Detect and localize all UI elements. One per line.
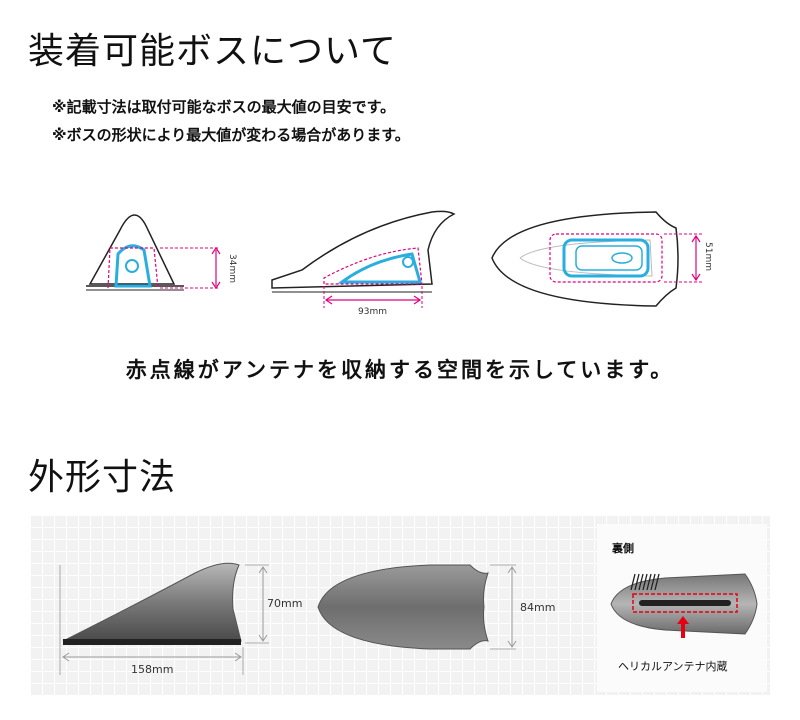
dim-height-34: 34mm [227, 254, 237, 283]
dashed-line-caption: 赤点線がアンテナを収納する空間を示しています。 [125, 358, 675, 382]
section-title-bosses: 装着可能ボスについて [28, 31, 397, 72]
dim-width-51: 51mm [703, 242, 713, 271]
top-render: 84mm [317, 564, 555, 650]
dim-84mm: 84mm [520, 601, 555, 614]
helical-antenna-caption: ヘリカルアンテナ内蔵 [618, 660, 728, 673]
dim-70mm: 70mm [267, 597, 302, 610]
dim-length-93: 93mm [358, 307, 387, 317]
underside-label: 裏側 [612, 542, 634, 555]
section-title-dimensions: 外形寸法 [28, 457, 177, 498]
side-view-diagram: 93mm [271, 210, 456, 317]
dim-158mm: 158mm [131, 663, 173, 676]
underside-render [610, 573, 758, 638]
note-max-size: ※記載寸法は取付可能なボスの最大値の目安です。 [52, 98, 396, 116]
top-view-diagram: 51mm [491, 211, 713, 307]
side-render: 158mm 70mm [59, 562, 302, 676]
front-view-diagram: 34mm [86, 214, 237, 291]
up-arrow-icon [677, 616, 689, 638]
note-shape-varies: ※ボスの形状により最大値が変わる場合があります。 [52, 126, 410, 144]
helical-coil-icon [630, 573, 660, 591]
